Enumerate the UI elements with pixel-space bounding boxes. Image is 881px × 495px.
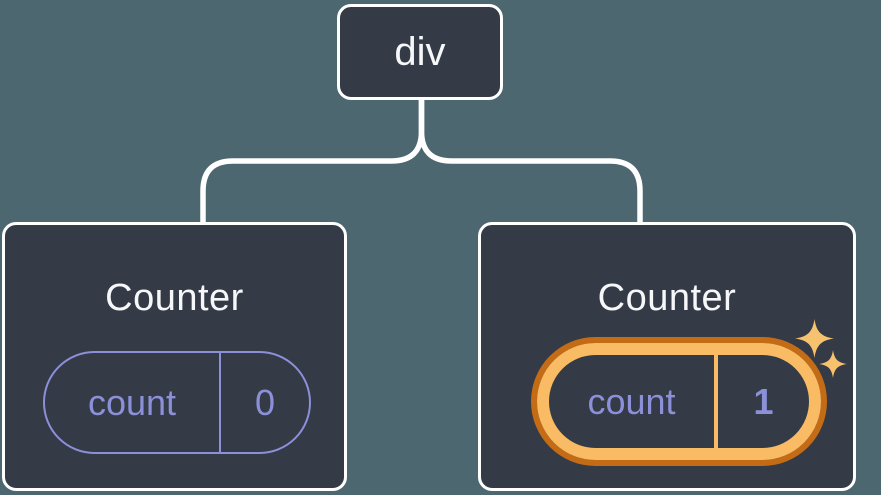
state-pill-highlighted: count 1 bbox=[537, 343, 821, 460]
root-node-label: div bbox=[394, 30, 446, 74]
counter-title: Counter bbox=[105, 277, 244, 319]
counter-title: Counter bbox=[597, 277, 737, 319]
state-name-label: count bbox=[87, 381, 177, 423]
connector-left-branch bbox=[200, 98, 425, 225]
counter-node-unchanged: Counter count 0 bbox=[2, 222, 347, 491]
root-node-div: div bbox=[337, 4, 503, 100]
sparkle-icon bbox=[819, 350, 847, 378]
state-name-label: count bbox=[587, 380, 676, 422]
state-value: 1 bbox=[714, 355, 809, 448]
sparkle-icon bbox=[795, 319, 834, 358]
counter-node-updated: Counter count 1 bbox=[478, 222, 856, 491]
connector-right-branch bbox=[418, 98, 643, 225]
state-pill-plain: count 0 bbox=[43, 351, 311, 454]
state-value: 0 bbox=[219, 353, 309, 452]
